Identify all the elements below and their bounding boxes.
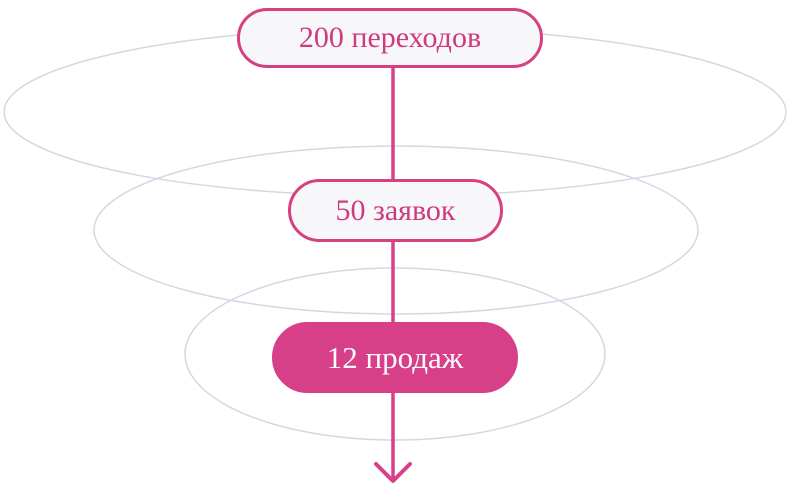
funnel-ring-inner (184, 267, 606, 441)
funnel-stage-sales-label: 12 продаж (326, 340, 464, 375)
arrow-down-icon (374, 462, 412, 483)
funnel-stage-visits: 200 переходов (237, 8, 543, 68)
funnel-stage-sales: 12 продаж (272, 322, 518, 393)
funnel-ring-middle (93, 145, 699, 315)
funnel-stage-visits-label: 200 переходов (298, 21, 482, 54)
funnel-stage-leads: 50 заявок (288, 179, 503, 242)
funnel-stage-leads-label: 50 заявок (335, 193, 456, 227)
